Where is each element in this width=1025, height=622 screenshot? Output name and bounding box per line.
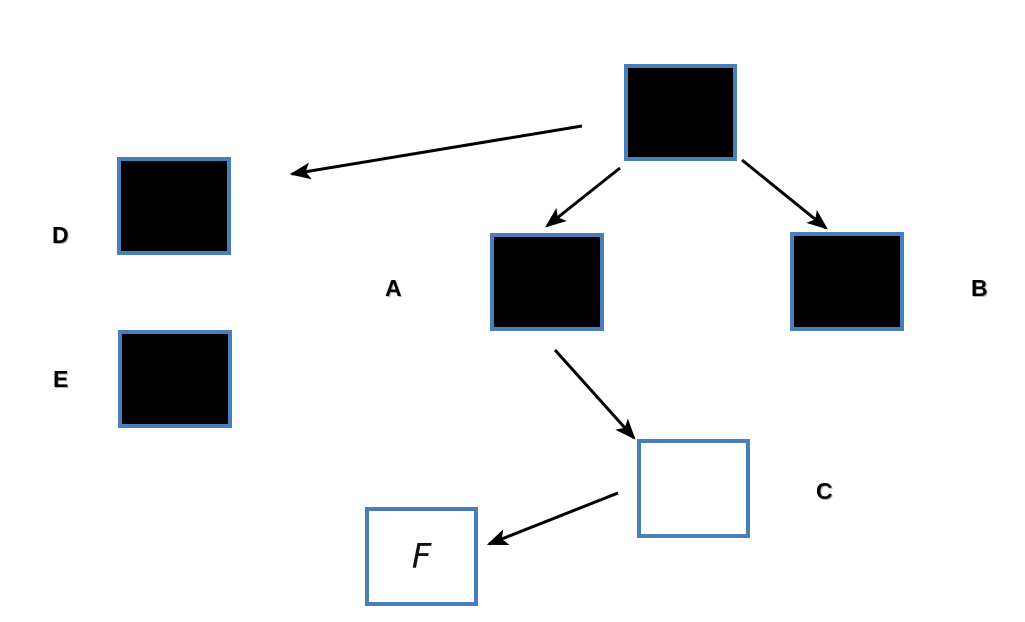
node-a[interactable]: [490, 233, 604, 331]
node-b[interactable]: [790, 232, 904, 331]
label-d: D: [52, 222, 69, 248]
node-e[interactable]: [118, 330, 232, 428]
node-c[interactable]: [637, 439, 750, 538]
label-e: E: [53, 366, 69, 392]
arrow-a-to-c: [553, 348, 636, 440]
node-f[interactable]: F: [365, 507, 478, 606]
node-d[interactable]: [117, 157, 231, 255]
label-a: A: [385, 275, 402, 301]
label-b: B: [971, 275, 988, 301]
arrow-root-to-d: [289, 124, 583, 180]
arrow-c-to-f: [486, 491, 619, 546]
node-root[interactable]: [624, 64, 737, 161]
arrow-root-to-a: [545, 166, 621, 228]
arrow-root-to-b: [741, 158, 828, 230]
node-f-text: F: [411, 536, 432, 577]
label-c: C: [816, 478, 833, 504]
